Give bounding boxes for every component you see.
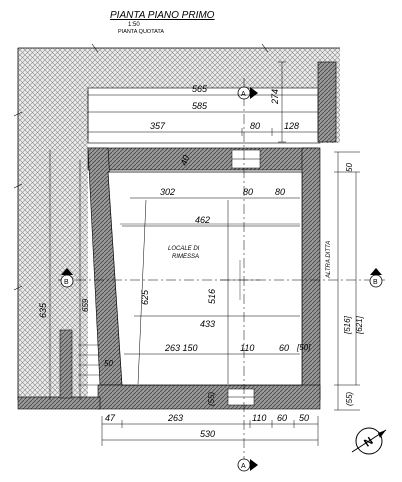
dim-47: 47 — [105, 413, 116, 423]
dim-40: 40 — [178, 154, 191, 167]
dim-55-bracket: (55) — [345, 391, 354, 406]
dim-516-bracket: [516] — [343, 315, 352, 335]
dim-565: 565 — [192, 84, 208, 94]
dim-302: 302 — [160, 187, 175, 197]
dim-274: 274 — [270, 89, 280, 105]
section-line-b: B B — [58, 268, 385, 288]
dim-516-in: 516 — [207, 289, 217, 304]
dim-659: 659 — [81, 298, 90, 312]
dim-50-in: [50] — [296, 343, 311, 352]
dim-357: 357 — [150, 121, 166, 131]
section-line-a: A A — [237, 78, 258, 472]
dim-60-in: 60 — [279, 343, 289, 353]
dim-80-b: 80 — [275, 187, 285, 197]
dim-50-left: 50 — [104, 359, 113, 368]
dim-263: 263 — [167, 413, 183, 423]
dim-635: 635 — [38, 302, 48, 318]
title-block: PIANTA PIANO PRIMO 1:50 PIANTA QUOTATA — [110, 10, 215, 35]
dim-80-top: 80 — [250, 121, 260, 131]
dim-263-150: 263 150 — [164, 343, 198, 353]
dim-50-right: 50 — [345, 163, 354, 172]
dimension-lines — [49, 61, 360, 446]
dim-625: 625 — [140, 289, 150, 305]
dim-433: 433 — [200, 319, 215, 329]
section-marker-a-top: A — [241, 91, 246, 98]
dim-80-a: 80 — [243, 187, 253, 197]
drawing-subtitle: PIANTA QUOTATA — [118, 29, 164, 35]
dim-530: 530 — [200, 429, 215, 439]
dim-110-in: 110 — [240, 343, 254, 353]
drawing-title: PIANTA PIANO PRIMO — [110, 10, 215, 21]
adjacent-hatched-area — [13, 43, 340, 400]
dim-60: 60 — [277, 413, 287, 423]
north-arrow: N — [351, 427, 387, 455]
dimension-labels: 565 585 357 80 128 274 40 302 80 80 462 … — [38, 84, 364, 439]
room-interior: LOCALE DI RIMESSA — [107, 171, 303, 386]
section-marker-b-left: B — [64, 279, 69, 286]
section-marker-b-right: B — [373, 279, 378, 286]
room-label-line2: RIMESSA — [172, 254, 199, 260]
walls — [17, 61, 337, 410]
dim-55-bot: (55) — [207, 391, 216, 406]
section-marker-a-bottom: A — [241, 463, 246, 470]
dim-462: 462 — [195, 215, 210, 225]
drawing-scale: 1:50 — [128, 22, 140, 28]
dim-50-b: 50 — [299, 413, 309, 423]
dim-128: 128 — [284, 121, 299, 131]
dim-585: 585 — [192, 101, 208, 111]
dim-621-bracket: [621] — [355, 315, 364, 335]
room-label-line1: LOCALE DI — [168, 246, 200, 252]
dim-110: 110 — [252, 413, 266, 423]
side-note: ALTRA DITTA — [326, 241, 332, 279]
